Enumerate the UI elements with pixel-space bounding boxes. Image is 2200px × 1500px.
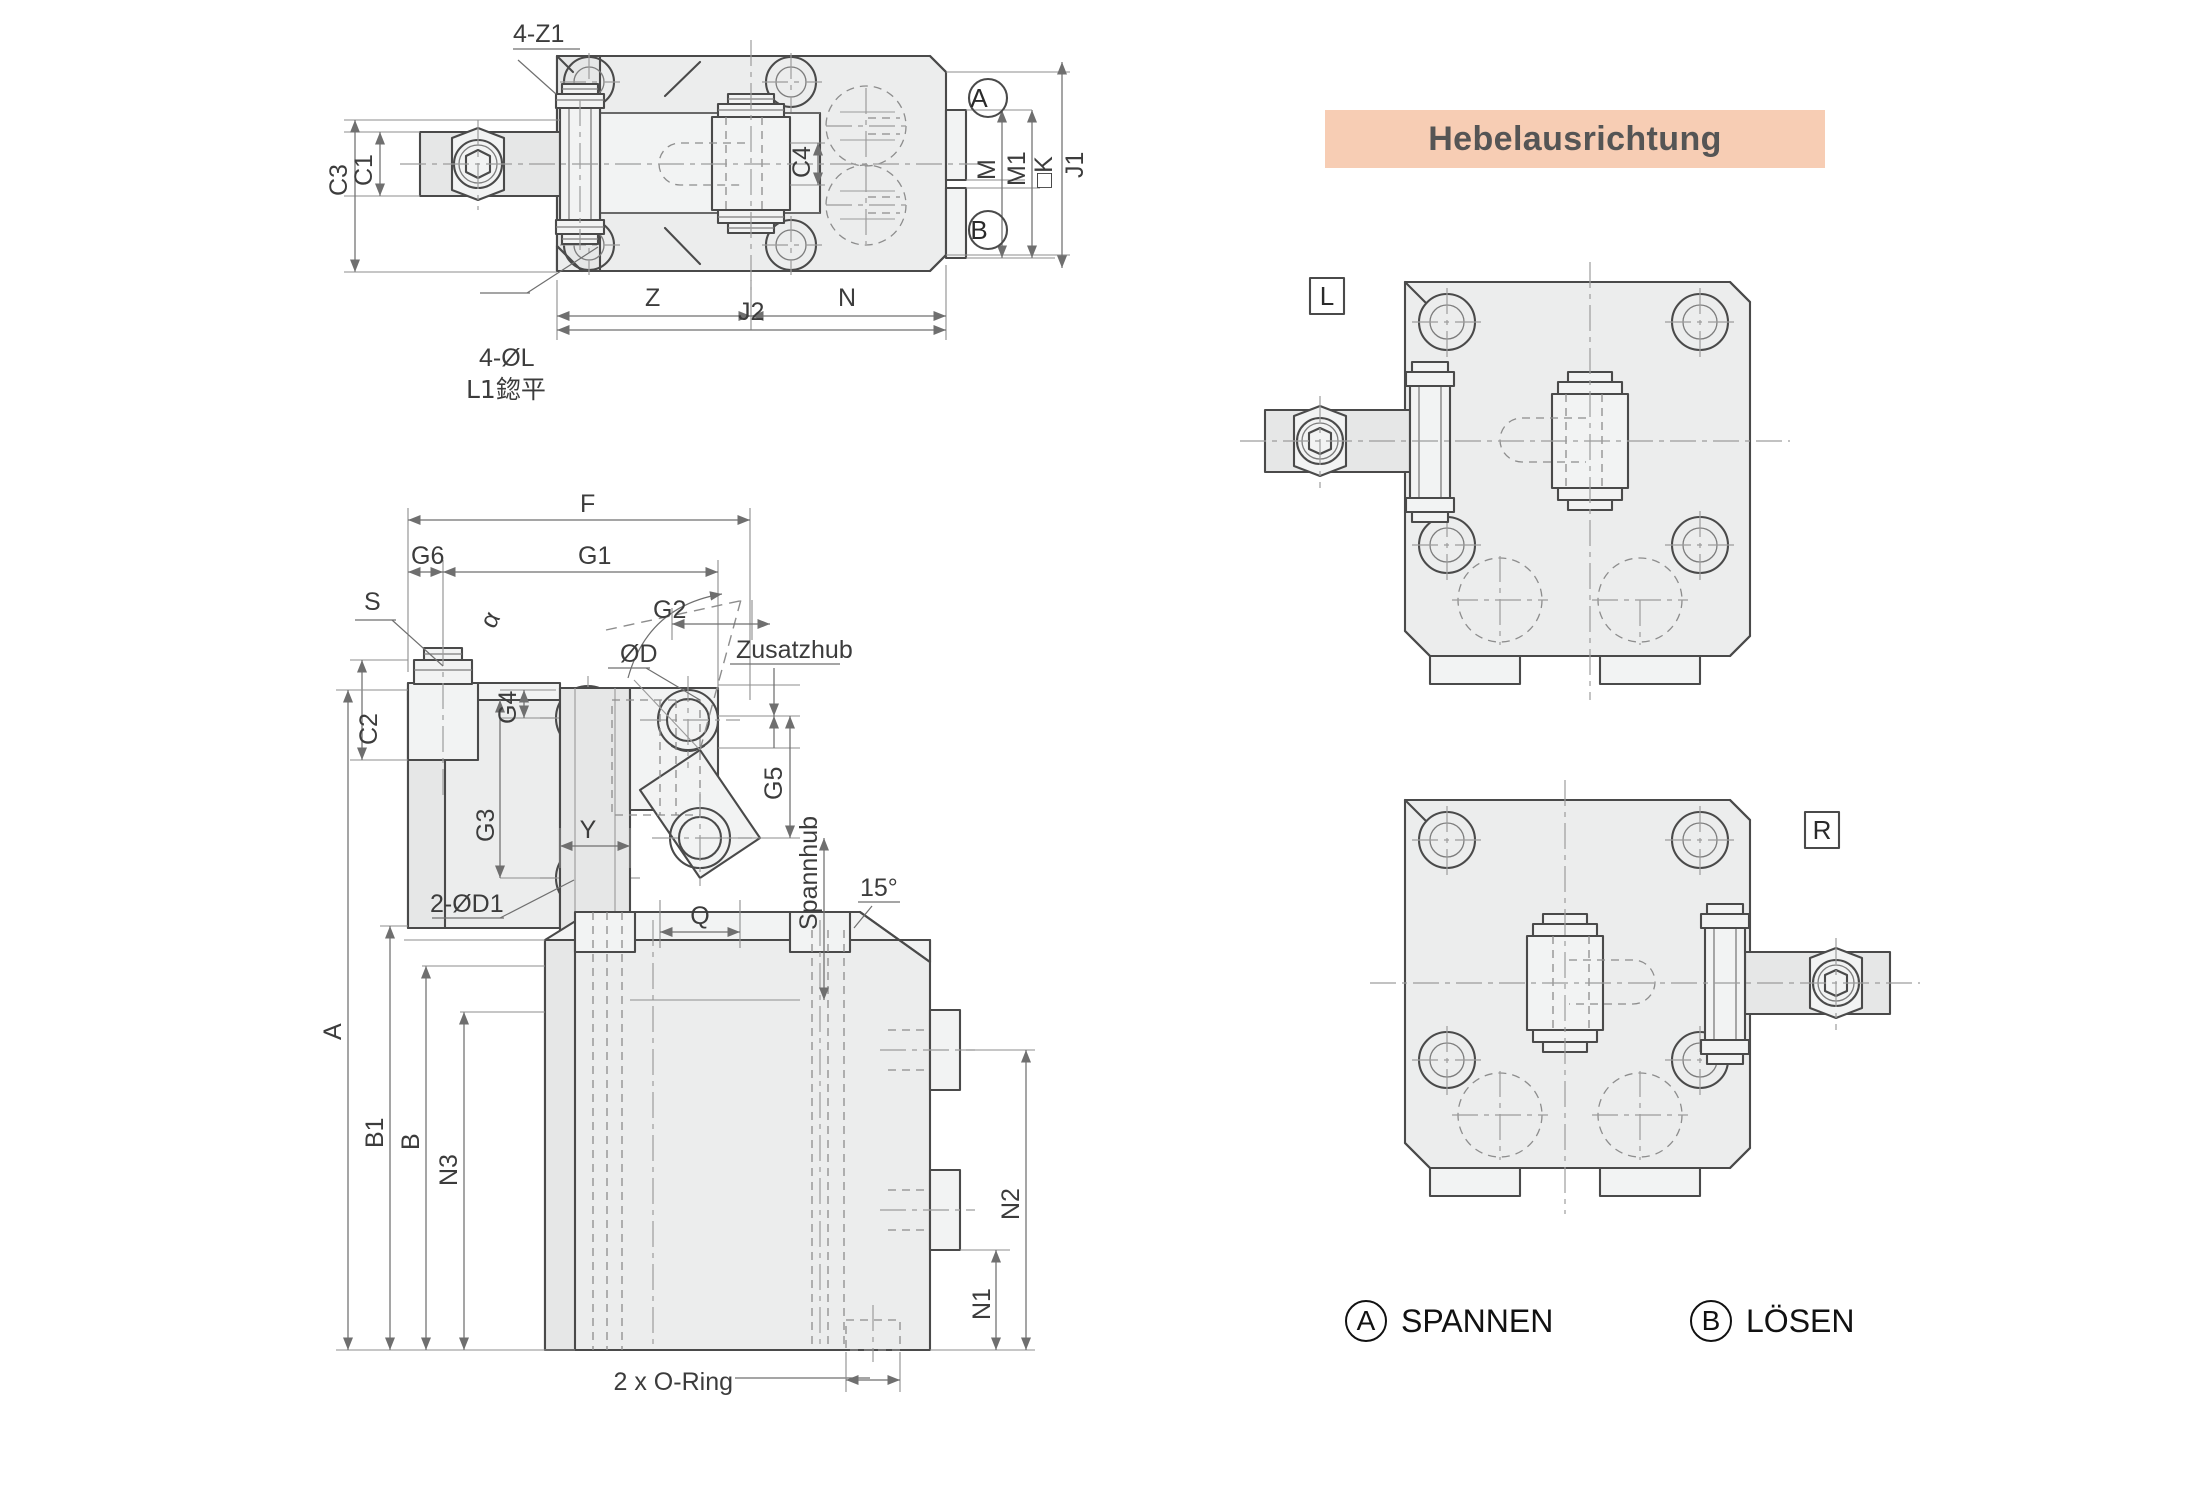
label-port-b: B <box>970 215 987 245</box>
label-g5: G5 <box>760 767 788 800</box>
label-g1: G1 <box>578 542 611 570</box>
label-m: M <box>973 159 1001 180</box>
label-zusatzhub: Zusatzhub <box>736 636 853 664</box>
label-j1: J1 <box>1061 152 1089 178</box>
label-b1: B1 <box>361 1117 389 1148</box>
label-port-a: A <box>970 83 988 113</box>
label-m1: M1 <box>1003 151 1031 186</box>
label-g2: G2 <box>653 596 686 624</box>
label-y: Y <box>580 816 597 844</box>
label-b: B <box>397 1133 425 1150</box>
label-a: A <box>319 1023 347 1040</box>
legend-label-loesen: LÖSEN <box>1746 1302 1855 1339</box>
label-z: Z <box>645 284 660 312</box>
badge-R-box <box>1803 810 1841 850</box>
legend-label-spannen: SPANNEN <box>1401 1302 1554 1339</box>
legend-item-spannen: A SPANNEN <box>1345 1300 1553 1342</box>
label-n2: N2 <box>997 1188 1025 1220</box>
badge-L-text: L <box>1320 281 1334 311</box>
orientation-view-R <box>1370 780 1920 1214</box>
label-4ol: 4-ØL <box>479 344 535 372</box>
orientation-view-L <box>1240 262 1790 700</box>
label-c1: C1 <box>350 154 378 186</box>
legend-item-loesen: B LÖSEN <box>1690 1300 1854 1342</box>
badge-R-text: R <box>1813 815 1832 845</box>
label-spannhub: Spannhub <box>795 816 823 930</box>
label-k: □K <box>1030 156 1058 188</box>
label-q: Q <box>690 902 709 930</box>
badge-L-box <box>1308 276 1346 316</box>
legend-badge-b: B <box>1690 1300 1732 1342</box>
label-j2: J2 <box>738 298 764 326</box>
port-a-circle <box>967 77 1009 119</box>
label-alpha: α <box>475 607 507 633</box>
front-view-labels: F G6 G1 G2 ØD S α C2 G4 G3 Y Q 2-ØD1 15°… <box>319 490 1025 1396</box>
label-n: N <box>838 284 856 312</box>
label-g4: G4 <box>494 691 522 724</box>
top-view-labels: 4-Z1 4-ØL L1鍃平 C3 C1 C4 M M1 □K J1 Z N J… <box>325 20 1089 404</box>
label-n3: N3 <box>435 1154 463 1186</box>
label-2od1: 2-ØD1 <box>430 890 504 918</box>
label-oring: 2 x O-Ring <box>614 1368 733 1396</box>
front-view-geometry <box>336 508 1035 1392</box>
label-c4: C4 <box>788 146 816 178</box>
label-f: F <box>580 490 595 518</box>
label-c2: C2 <box>355 713 383 745</box>
hebelausrichtung-title: Hebelausrichtung <box>1428 119 1722 158</box>
port-b-circle <box>967 209 1009 251</box>
legend-badge-a: A <box>1345 1300 1387 1342</box>
label-4z1: 4-Z1 <box>513 20 564 48</box>
label-l1: L1鍃平 <box>466 375 546 404</box>
label-od: ØD <box>620 640 658 668</box>
label-n1: N1 <box>968 1288 996 1320</box>
label-g6: G6 <box>411 542 444 570</box>
hebelausrichtung-banner: Hebelausrichtung <box>1325 110 1825 168</box>
top-view-geometry <box>344 40 1070 340</box>
label-15: 15° <box>860 874 898 902</box>
label-s: S <box>364 588 381 616</box>
label-g3: G3 <box>472 809 500 842</box>
label-c3: C3 <box>325 164 353 196</box>
